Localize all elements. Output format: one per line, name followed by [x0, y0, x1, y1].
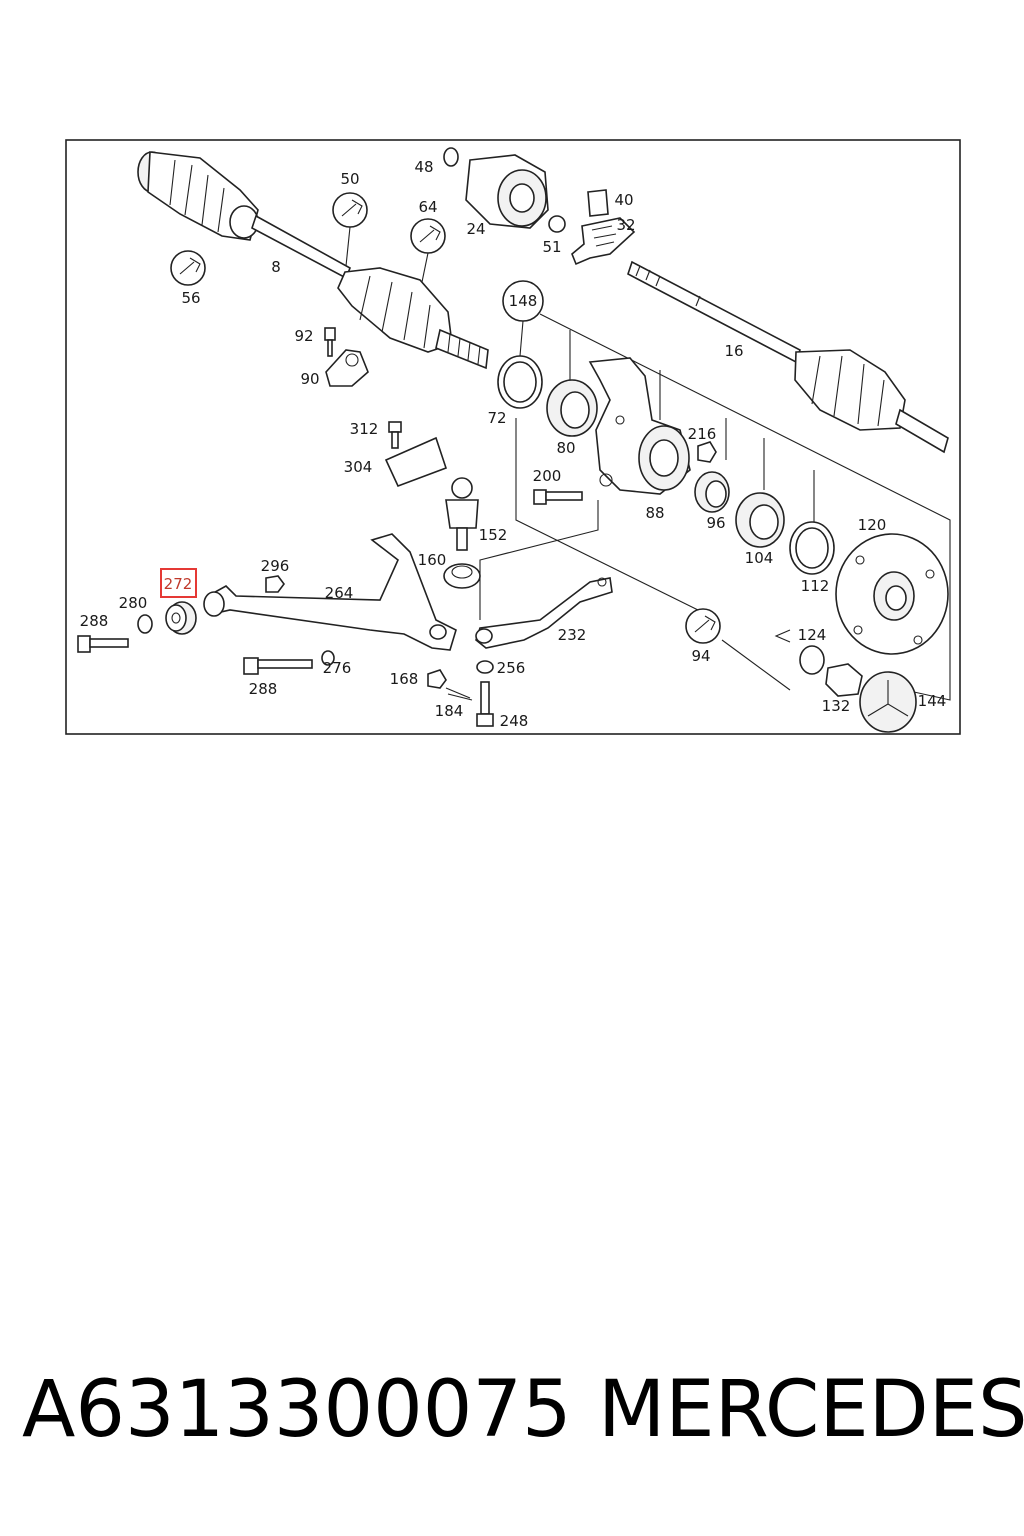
wrench-icon: [410, 218, 446, 254]
bracket-90: [325, 349, 369, 387]
label-296: 296: [261, 557, 290, 575]
label-304: 304: [344, 458, 373, 476]
label-72: 72: [487, 409, 506, 427]
nut-168: [427, 669, 447, 689]
part-number: A6313300075: [22, 1365, 572, 1455]
label-144: 144: [918, 692, 947, 710]
label-256: 256: [497, 659, 526, 677]
bolt-200: [533, 489, 583, 505]
nut-276: [321, 650, 335, 666]
bearing-104: [735, 492, 785, 548]
label-32: 32: [616, 216, 635, 234]
wrench-icon: [332, 192, 368, 228]
label-94: 94: [691, 647, 710, 665]
washer-124: [799, 645, 825, 675]
label-124: 124: [798, 626, 827, 644]
bolt-312: [388, 421, 402, 449]
cotter-pin-184: [445, 687, 473, 701]
dust-boot-160: [443, 563, 481, 589]
label-168: 168: [390, 670, 419, 688]
label-160: 160: [418, 551, 447, 569]
label-148: 148: [509, 292, 538, 310]
label-64: 64: [418, 198, 437, 216]
spacer-96: [694, 471, 730, 513]
label-24: 24: [466, 220, 485, 238]
label-112: 112: [801, 577, 830, 595]
exploded-parts-diagram: 8 16 24 32 40 48 50 51 56 64 72 80 88 90…: [65, 139, 961, 735]
label-232: 232: [558, 626, 587, 644]
bolt-92: [324, 327, 336, 357]
drive-shaft-8: [137, 151, 489, 370]
cap-256: [476, 660, 494, 674]
brand-name: MERCEDES: [598, 1365, 1024, 1455]
label-16: 16: [724, 342, 743, 360]
bushing-272: [165, 601, 197, 635]
bracket-304: [384, 436, 448, 488]
bolt-288-lower: [243, 657, 313, 675]
label-132: 132: [822, 697, 851, 715]
nut-216: [697, 441, 717, 463]
label-51: 51: [542, 238, 561, 256]
label-56: 56: [181, 289, 200, 307]
label-50: 50: [340, 170, 359, 188]
wrench-icon: [170, 250, 206, 286]
label-272: 272: [164, 575, 193, 593]
label-90: 90: [300, 370, 319, 388]
seal-72: [497, 355, 543, 409]
label-288-lower: 288: [249, 680, 278, 698]
wrench-icon: [685, 608, 721, 644]
seal-112: [789, 521, 835, 575]
drive-shaft-16: [627, 260, 949, 454]
label-288-left: 288: [80, 612, 109, 630]
label-96: 96: [706, 514, 725, 532]
label-312: 312: [350, 420, 379, 438]
nut-296: [265, 575, 285, 593]
control-arm-264: [203, 533, 457, 651]
nut-132: [825, 663, 863, 697]
tie-rod-232: [475, 577, 613, 649]
ball-joint-152: [445, 477, 479, 551]
label-80: 80: [556, 439, 575, 457]
inner-joint-parts: [443, 147, 636, 266]
wheel-hub-120: [835, 533, 949, 655]
steering-knuckle-88: [588, 357, 691, 495]
label-248: 248: [500, 712, 529, 730]
label-184: 184: [435, 702, 464, 720]
diagram-frame: [65, 139, 961, 735]
label-104: 104: [745, 549, 774, 567]
washer-280: [137, 614, 153, 634]
label-40: 40: [614, 191, 633, 209]
label-88: 88: [645, 504, 664, 522]
highlight-box-272: [160, 568, 197, 598]
label-92: 92: [294, 327, 313, 345]
hub-cap-144: [859, 671, 917, 733]
bearing-80: [546, 379, 598, 437]
label-152: 152: [479, 526, 508, 544]
label-280: 280: [119, 594, 148, 612]
label-200: 200: [533, 467, 562, 485]
label-48: 48: [414, 158, 433, 176]
label-276: 276: [323, 659, 352, 677]
caption: A6313300075 MERCEDES: [0, 1365, 1024, 1475]
label-216: 216: [688, 425, 717, 443]
label-264: 264: [325, 584, 354, 602]
bolt-248: [476, 681, 494, 727]
label-8: 8: [271, 258, 281, 276]
label-120: 120: [858, 516, 887, 534]
bolt-288-left: [77, 635, 129, 653]
